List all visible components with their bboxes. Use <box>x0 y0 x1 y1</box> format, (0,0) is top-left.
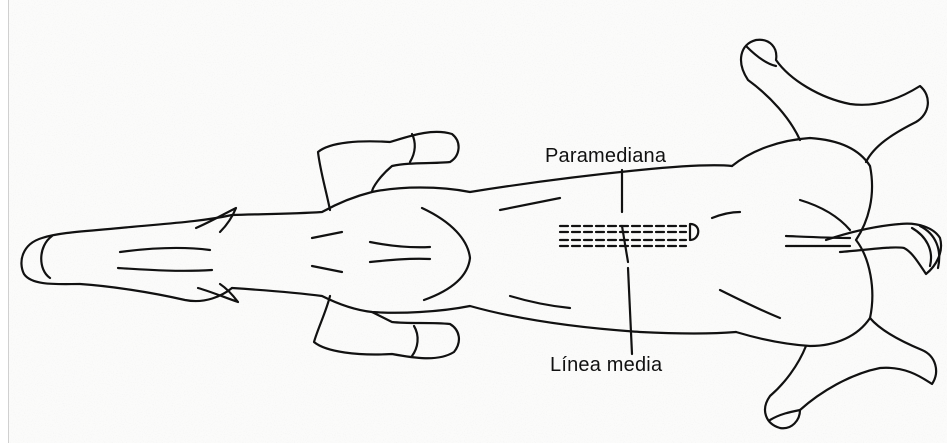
paramediana-label: Paramediana <box>545 145 666 168</box>
linea-media-label: Línea media <box>550 354 662 377</box>
paper-texture <box>8 0 947 443</box>
